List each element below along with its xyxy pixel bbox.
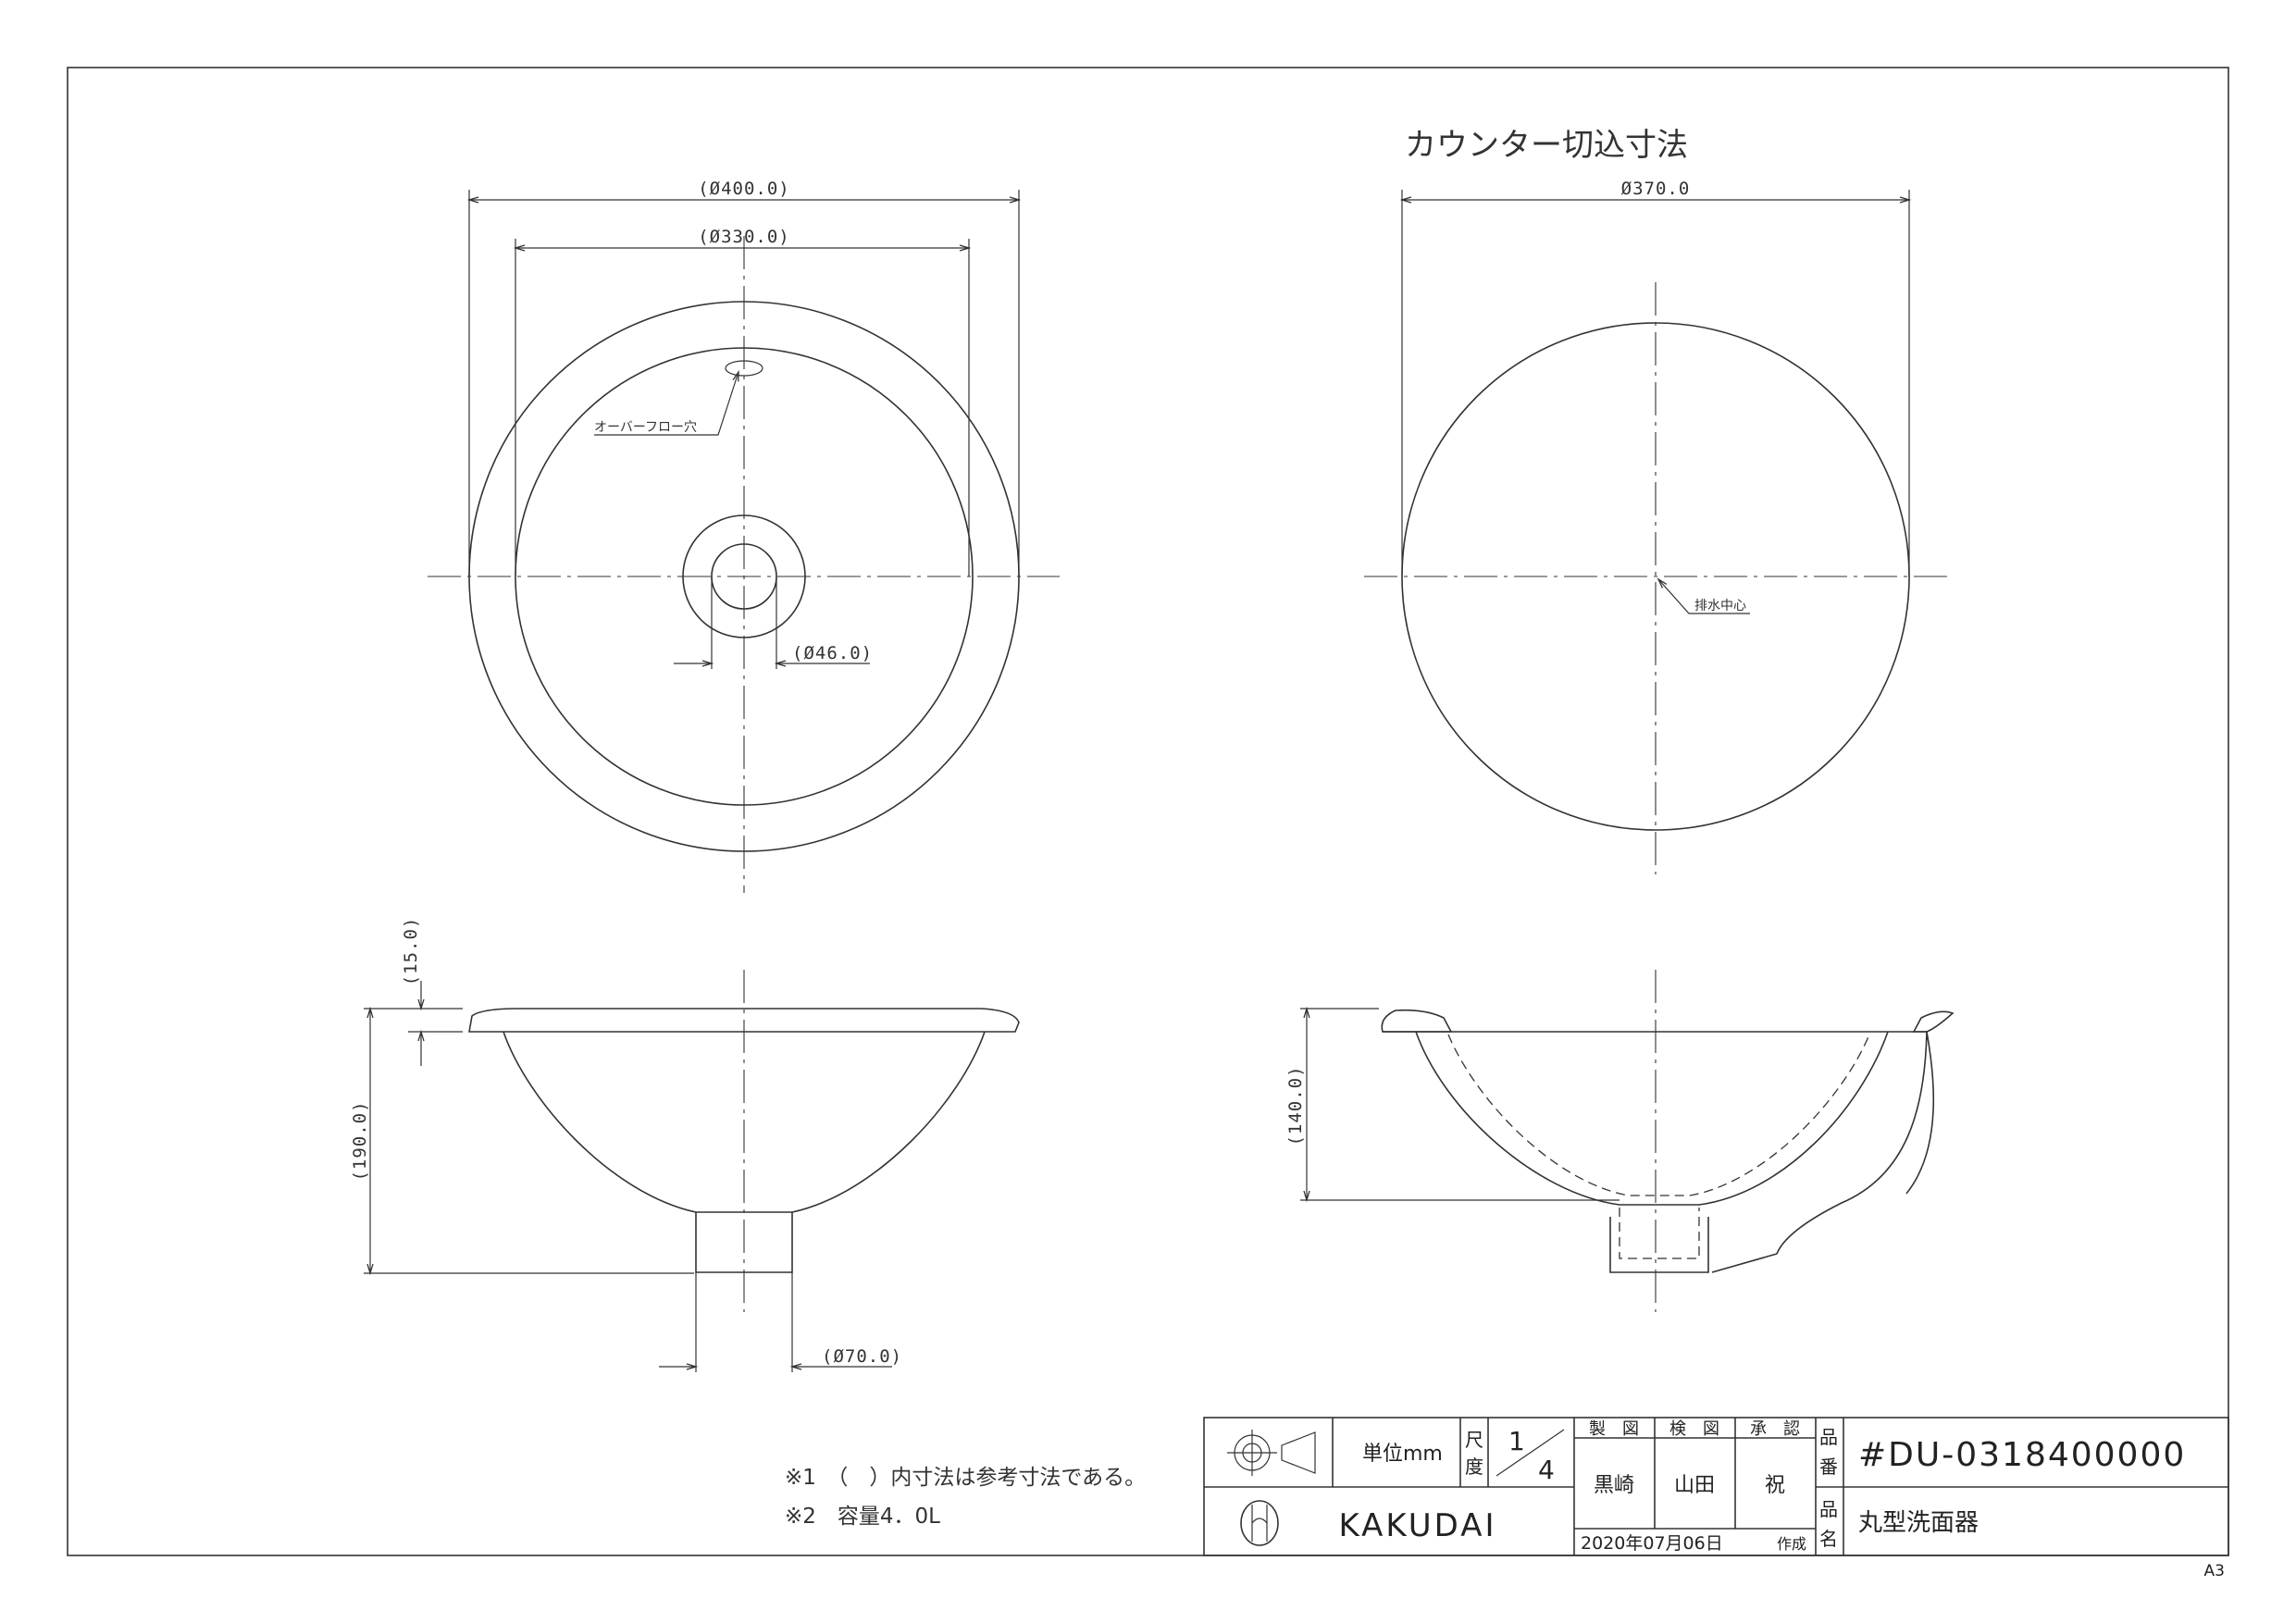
drawn-label: 製 図 <box>1589 1419 1639 1439</box>
part-name: 丸型洗面器 <box>1858 1509 1979 1537</box>
unit-label: 単位mm <box>1362 1443 1443 1466</box>
dim-drain-outlet: (Ø70.0) <box>822 1346 902 1367</box>
scale-label-2: 度 <box>1465 1456 1483 1478</box>
checked-by: 山田 <box>1674 1474 1715 1497</box>
part-no-label-1: 品 <box>1819 1426 1838 1448</box>
dim-top-outer: (Ø400.0) <box>698 179 790 199</box>
approved-by: 祝 <box>1765 1474 1785 1497</box>
cutout-heading: カウンター切込寸法 <box>1405 127 1688 164</box>
drawn-by: 黒崎 <box>1594 1474 1634 1497</box>
dim-rim-thickness: (15.0) <box>401 917 421 986</box>
drain-center-callout: 排水中心 <box>1694 599 1746 613</box>
cutout-view <box>1364 190 1951 874</box>
part-name-label-2: 名 <box>1819 1528 1838 1550</box>
brand-name: KAKUDAI <box>1338 1507 1496 1544</box>
dim-top-inner: (Ø330.0) <box>698 227 790 247</box>
scale-numerator: 1 <box>1508 1426 1525 1456</box>
sheet-border <box>67 67 2229 1556</box>
part-number: #DU-0318400000 <box>1858 1436 2186 1474</box>
title-block <box>1203 1417 2229 1556</box>
approved-label: 承 認 <box>1750 1419 1800 1439</box>
third-angle-projection-icon <box>1227 1430 1316 1476</box>
kakudai-logo-icon <box>1240 1500 1279 1546</box>
drawing-date: 2020年07月06日 <box>1581 1533 1723 1554</box>
overflow-callout: オーバーフロー穴 <box>594 420 697 435</box>
plan-view-basin <box>428 190 1060 893</box>
dim-cutout: Ø370.0 <box>1621 179 1691 199</box>
dim-cutout-depth: (140.0) <box>1285 1065 1306 1146</box>
scale-denominator: 4 <box>1538 1455 1555 1485</box>
note-2: ※2 容量4．0L <box>785 1505 940 1529</box>
side-view-cutout <box>1300 970 1955 1312</box>
sheet-size: A3 <box>2204 1562 2225 1580</box>
checked-label: 検 図 <box>1669 1419 1719 1439</box>
side-view-basin <box>364 970 1020 1372</box>
dim-total-height: (190.0) <box>350 1100 370 1181</box>
note-1: ※1 （ ）内寸法は参考寸法である。 <box>785 1466 1146 1490</box>
part-no-label-2: 番 <box>1819 1456 1838 1478</box>
dim-drain-hole: (Ø46.0) <box>792 643 873 663</box>
scale-label-1: 尺 <box>1465 1429 1483 1451</box>
created-label: 作成 <box>1777 1535 1806 1553</box>
part-name-label-1: 品 <box>1819 1498 1838 1520</box>
